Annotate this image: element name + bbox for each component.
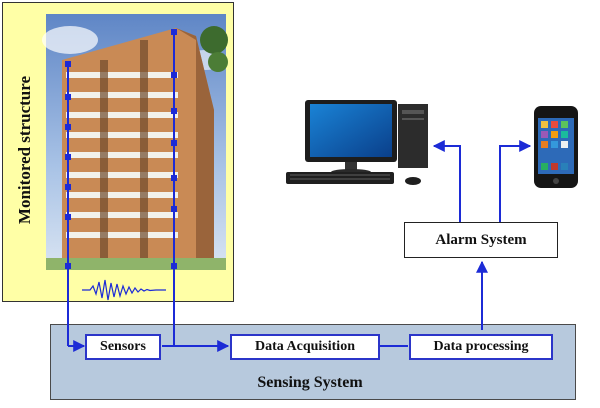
smartphone-icon (534, 106, 578, 188)
seismic-wave-icon (82, 279, 166, 301)
desktop-computer-icon (286, 100, 428, 185)
sensors-box: Sensors (85, 334, 161, 360)
sensing-system-label: Sensing System (257, 374, 363, 391)
building-icon (42, 14, 228, 270)
alarm-system-box: Alarm System (404, 222, 558, 258)
data-processing-box: Data processing (409, 334, 553, 360)
data-acquisition-box: Data Acquisition (230, 334, 380, 360)
